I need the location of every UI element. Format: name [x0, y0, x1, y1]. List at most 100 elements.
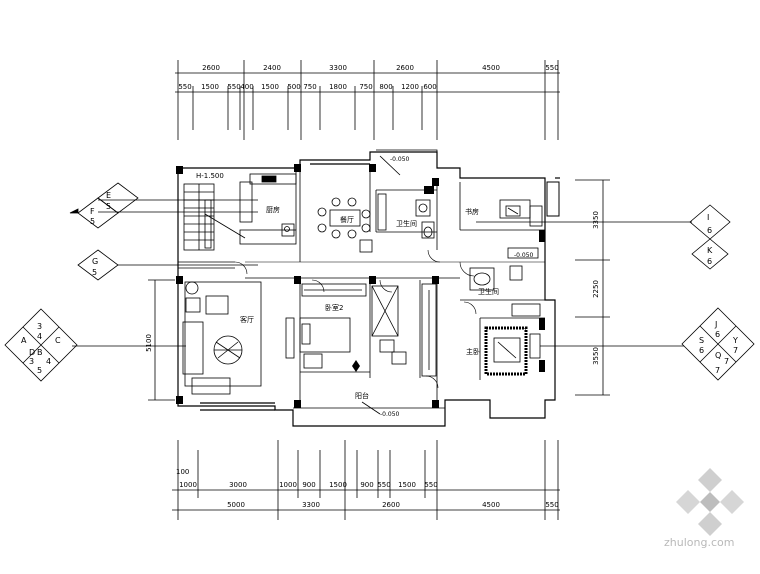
dim-bottom-outer-4: 4500 [482, 501, 500, 509]
dim-right-2: 2250 [592, 280, 600, 298]
section-marker-g: G 5 [77, 249, 258, 281]
marker-jsyq-cell-1: J [714, 320, 717, 329]
dim-bottom-inner-5: 1500 [329, 481, 347, 489]
dim-bottom-inner-7: 550 [377, 481, 390, 489]
marker-ik-letter-2: K [707, 246, 713, 255]
marker-abcd-cell-8: 4 [46, 357, 51, 366]
bedroom-2: 卧室2 [285, 283, 367, 369]
dim-top-inner-10: 800 [379, 83, 392, 91]
room-label-bath: 卫生间 [396, 219, 417, 228]
room-label-kitchen: 厨房 [266, 205, 280, 214]
living-room: 客厅 [182, 281, 262, 395]
dim-bottom-inner-3: 1000 [279, 481, 297, 489]
section-marker-ef: E 5 F 5 [69, 182, 258, 229]
marker-ik-num-1: 6 [707, 226, 712, 235]
bathroom-middle: 卫生间 -0.050 [371, 252, 534, 377]
master-bedroom: 主卧 [466, 303, 541, 376]
dim-bottom-outer-3: 2600 [382, 501, 400, 509]
kitchen-balcony-level: -0.050 [390, 156, 410, 163]
marker-ef-letter-1: E [106, 191, 111, 200]
dim-top-outer-4: 2600 [396, 64, 414, 72]
dim-bottom-inner-1: 1000 [179, 481, 197, 489]
dim-top-inner-5: 1500 [261, 83, 279, 91]
marker-jsyq-cell-2: 6 [715, 330, 720, 339]
marker-abcd-cell-6: D [29, 348, 35, 357]
section-marker-jsyq: J 6 S Y 6 7 Q 7 7 [540, 307, 755, 381]
dim-top-outer-3: 3300 [329, 64, 347, 72]
marker-ef-num-1: 5 [106, 202, 111, 211]
marker-ef-num-2: 5 [90, 217, 95, 226]
bathroom-top: 卫生间 -0.050 [376, 149, 438, 239]
exterior-walls [177, 151, 560, 427]
door-swings [234, 249, 477, 389]
marker-abcd-cell-3: A [21, 336, 27, 345]
dim-top-outer-2: 2400 [263, 64, 281, 72]
dim-bottom-inner-8: 1500 [398, 481, 416, 489]
dim-top-inner-8: 1800 [329, 83, 347, 91]
balcony-level: -0.050 [380, 411, 400, 418]
marker-ik-letter-1: I [707, 213, 709, 222]
room-label-dining: 餐厅 [340, 215, 354, 224]
marker-abcd-cell-2: 4 [37, 332, 42, 341]
dim-top-outer-1: 2600 [202, 64, 220, 72]
marker-abcd-cell-9: 5 [37, 366, 42, 375]
dim-bottom-inner-9: 550 [424, 481, 437, 489]
marker-abcd-cell-7: 3 [29, 357, 34, 366]
marker-jsyq-cell-9: 7 [715, 366, 720, 375]
dim-top-inner-11: 1200 [401, 83, 419, 91]
marker-jsyq-cell-3: S [699, 336, 704, 345]
marker-ef-letter-2: F [90, 207, 95, 216]
right-dimension: 3350 2250 3550 [575, 179, 610, 396]
dim-top-inner-12: 600 [423, 83, 436, 91]
dim-right-1: 3350 [592, 211, 600, 229]
section-marker-abcd: 3 4 A C B D 3 4 5 [4, 308, 186, 382]
watermark-text: zhulong.com [664, 536, 734, 549]
marker-jsyq-cell-6: 7 [733, 346, 738, 355]
dim-right-3: 3550 [592, 347, 600, 365]
dim-bottom-side: 100 [176, 468, 189, 476]
balcony: 阳台 -0.050 [293, 360, 445, 418]
room-label-bath2: 卫生间 [478, 287, 499, 296]
marker-jsyq-cell-5: 6 [699, 346, 704, 355]
dim-bottom-inner-4: 900 [302, 481, 315, 489]
dim-top-inner-2: 1500 [201, 83, 219, 91]
bath2-level: -0.050 [514, 252, 534, 259]
stairwell: H-1.500 [183, 172, 246, 251]
marker-g-num: 5 [92, 268, 97, 277]
room-label-bedroom2: 卧室2 [325, 303, 343, 312]
dim-top-inner-9: 750 [359, 83, 372, 91]
dim-bottom-outer-5: 550 [545, 501, 558, 509]
left-dimension: 5100 [145, 279, 175, 401]
dim-bottom-inner-2: 3000 [229, 481, 247, 489]
structural-columns [176, 164, 560, 408]
marker-abcd-cell-4: C [55, 336, 61, 345]
dim-bottom-inner-6: 900 [360, 481, 373, 489]
marker-abcd-cell-1: 3 [37, 322, 42, 331]
marker-ik-num-2: 6 [707, 257, 712, 266]
dim-top-inner-3: 550 [227, 83, 240, 91]
dim-left: 5100 [145, 334, 153, 352]
room-label-balcony: 阳台 [355, 391, 369, 400]
dim-top-inner-6: 500 [287, 83, 300, 91]
dining-room: 餐厅 [317, 197, 373, 253]
study-room: 书房 [465, 199, 543, 259]
room-label-master: 主卧 [466, 347, 480, 356]
dim-top-inner-7: 750 [303, 83, 316, 91]
room-label-living: 客厅 [240, 315, 254, 324]
dim-bottom-outer-2: 3300 [302, 501, 320, 509]
dim-top-inner-4: 400 [240, 83, 253, 91]
top-dimension-chain: 2600 2400 3300 2600 4500 550 550 1500 55… [175, 60, 560, 140]
marker-jsyq-cell-8: 7 [724, 357, 729, 366]
dim-top-outer-5: 4500 [482, 64, 500, 72]
section-marker-ik: I 6 K 6 [476, 204, 731, 270]
room-label-study: 书房 [465, 207, 479, 216]
stair-level-label: H-1.500 [196, 172, 224, 180]
dim-top-inner-1: 550 [178, 83, 191, 91]
bottom-dimension-chain: 100 1000 3000 1000 900 1500 900 550 1500… [172, 440, 560, 520]
marker-jsyq-cell-7: Q [715, 351, 721, 360]
dim-top-outer-6: 550 [545, 64, 558, 72]
marker-abcd-cell-5: B [37, 348, 43, 357]
zhulong-logo [676, 468, 744, 536]
